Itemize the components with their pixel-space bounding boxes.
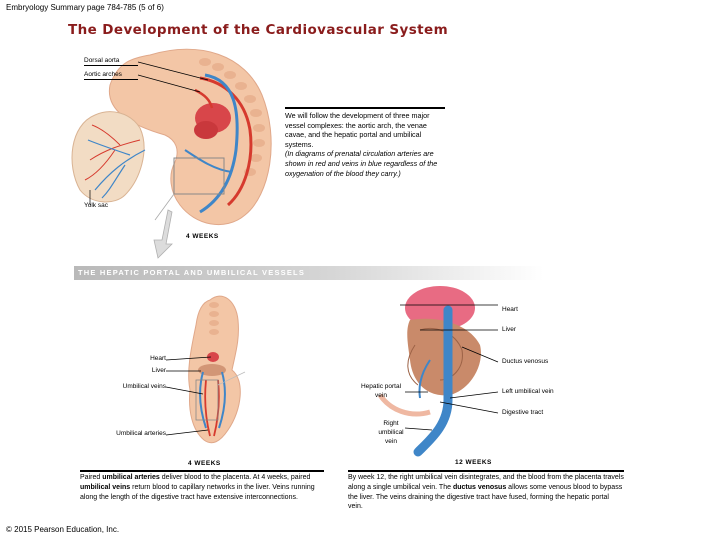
label-underline xyxy=(84,79,138,80)
caption-text: deliver blood to the placenta. At 4 week… xyxy=(159,474,311,481)
label-aortic-arches: Aortic arches xyxy=(84,71,122,78)
right-weeks-label: 12 WEEKS xyxy=(455,459,492,466)
description-main: We will follow the development of three … xyxy=(285,111,430,149)
caption-text: return blood to capillary networks in th… xyxy=(80,483,315,501)
label-umbilical-arteries: Umbilical arteries xyxy=(116,430,166,437)
page-header: Embryology Summary page 784-785 (5 of 6) xyxy=(6,3,164,12)
left-embryo-illustration xyxy=(165,295,246,444)
top-weeks-label: 4 WEEKS xyxy=(186,233,219,240)
label-underline xyxy=(84,65,138,66)
label-dorsal-aorta: Dorsal aorta xyxy=(84,57,120,64)
section-band-title: THE HEPATIC PORTAL AND UMBILICAL VESSELS xyxy=(78,268,306,277)
description-italic: (In diagrams of prenatal circulation art… xyxy=(285,149,438,178)
label-right-umbilical-vein: Right umbilical vein xyxy=(378,420,404,445)
label-yolk-sac: Yolk sac xyxy=(84,202,108,209)
label-hepatic-portal-vein: Hepatic portal vein xyxy=(360,383,402,399)
right-caption-rule xyxy=(348,470,624,472)
page-title: The Development of the Cardiovascular Sy… xyxy=(68,22,449,38)
caption-text: allows some venous blood to bypass the l… xyxy=(348,483,623,511)
left-caption: Paired umbilical arteries deliver blood … xyxy=(80,473,324,502)
caption-term: umbilical veins xyxy=(80,483,131,491)
caption-term: ductus venosus xyxy=(452,483,507,491)
label-digestive-tract: Digestive tract xyxy=(502,409,544,416)
top-embryo-illustration xyxy=(71,48,272,259)
left-caption-rule xyxy=(80,470,324,472)
label-heart-right: Heart xyxy=(502,306,518,313)
label-liver-right: Liver xyxy=(502,326,517,333)
label-umbilical-veins: Umbilical veins xyxy=(122,383,166,390)
label-liver-left: Liver xyxy=(151,367,166,374)
description-rule-top xyxy=(285,107,445,109)
section-band: THE HEPATIC PORTAL AND UMBILICAL VESSELS xyxy=(74,266,544,280)
label-heart-left: Heart xyxy=(150,355,166,362)
right-liver-illustration xyxy=(377,286,499,457)
description-text: We will follow the development of three … xyxy=(285,111,445,178)
right-caption: By week 12, the right umbilical vein dis… xyxy=(348,473,624,512)
copyright: © 2015 Pearson Education, Inc. xyxy=(6,525,120,534)
label-left-umbilical-vein: Left umbilical vein xyxy=(502,388,554,395)
caption-text: Paired xyxy=(80,474,103,481)
label-ductus-venosus: Ductus venosus xyxy=(502,358,549,365)
left-weeks-label: 4 WEEKS xyxy=(188,460,221,467)
caption-term: umbilical arteries xyxy=(102,474,160,481)
caption-text: By week 12, the right umbilical vein dis… xyxy=(348,474,624,491)
